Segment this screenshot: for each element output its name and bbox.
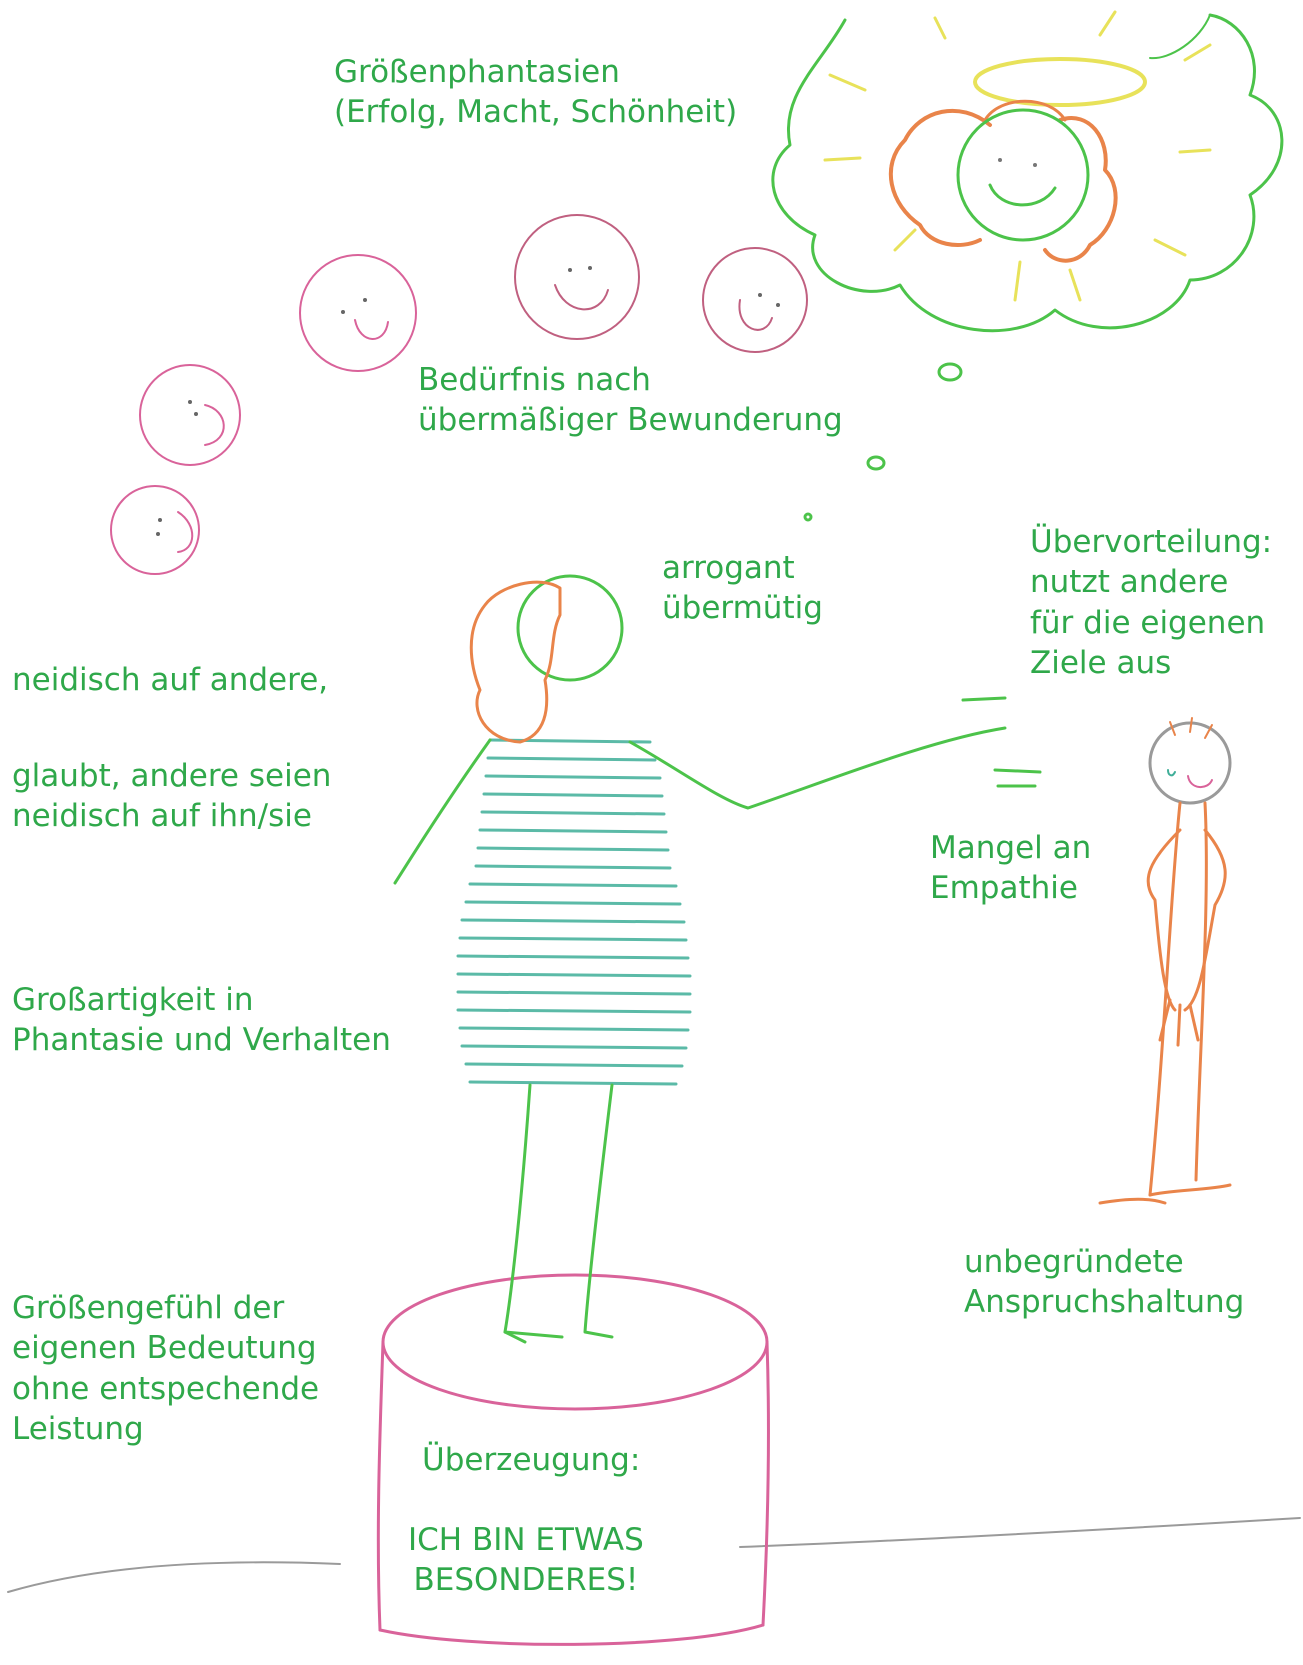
admirer-face — [139, 364, 241, 466]
label-line: Überzeugung: — [422, 1442, 641, 1478]
label-entitlement: unbegründete Anspruchshaltung — [964, 1242, 1244, 1323]
label-line: glaubt, andere seien — [12, 758, 332, 794]
admirer-face — [299, 254, 417, 372]
label-line: Größengefühl der — [12, 1290, 285, 1326]
label-line: Ziele aus — [1030, 644, 1172, 681]
thought-bubbles — [803, 362, 963, 522]
label-line: Phantasie und Verhalten — [12, 1022, 391, 1059]
narcissist-figure — [393, 574, 1042, 1344]
label-line: Anspruchshaltung — [964, 1284, 1245, 1321]
other-person-figure — [1098, 717, 1232, 1205]
label-line: neidisch auf ihn/sie — [12, 798, 312, 835]
label-line: unbegründete — [964, 1244, 1184, 1280]
label-line: nutzt andere — [1030, 564, 1229, 601]
label-line: (Erfolg, Macht, Schönheit) — [334, 94, 738, 131]
narcissist-body — [456, 738, 692, 1086]
label-line: arrogant — [662, 550, 795, 586]
thought-cloud — [771, 10, 1284, 333]
label-line: neidisch auf andere, — [12, 662, 329, 698]
label-line: für die eigenen — [1030, 604, 1266, 641]
label-line: übermütig — [662, 590, 823, 627]
label-line: ICH BIN ETWAS — [408, 1522, 644, 1558]
label-grandiose-fantasies: Größenphantasien (Erfolg, Macht, Schönhe… — [334, 52, 737, 133]
label-believes-envied: glaubt, andere seien neidisch auf ihn/si… — [12, 756, 331, 837]
label-line: Großartigkeit in — [12, 982, 254, 1018]
label-lack-empathy: Mangel an Empathie — [930, 828, 1091, 909]
pedestal — [376, 1273, 770, 1646]
label-line: BESONDERES! — [413, 1562, 639, 1599]
label-line: übermäßiger Bewunderung — [418, 402, 843, 439]
label-line: Größenphantasien — [334, 54, 620, 90]
admirer-face — [514, 214, 640, 340]
ground-line-left — [7, 1561, 341, 1593]
label-line: eigenen Bedeutung — [12, 1330, 317, 1367]
label-line: Übervorteilung: — [1030, 524, 1273, 560]
angel-halo — [973, 57, 1147, 107]
admirer-faces — [110, 214, 808, 575]
angel-figure — [888, 57, 1147, 263]
label-grandiosity: Großartigkeit in Phantasie und Verhalten — [12, 980, 391, 1061]
narcissist-head — [516, 574, 624, 682]
label-line: Mangel an — [930, 830, 1092, 866]
label-line: Bedürfnis nach — [418, 362, 651, 398]
label-arrogant: arrogant übermütig — [662, 548, 823, 629]
label-need-admiration: Bedürfnis nach übermäßiger Bewunderung — [418, 360, 843, 441]
label-line: Leistung — [12, 1410, 144, 1447]
label-exploitation: Übervorteilung: nutzt andere für die eig… — [1030, 522, 1272, 683]
narcissist-hair — [469, 580, 562, 744]
label-pedestal-text: ICH BIN ETWAS BESONDERES! — [408, 1520, 644, 1601]
admirer-face — [702, 247, 808, 353]
other-person-head — [1148, 721, 1232, 805]
label-line: Empathie — [930, 870, 1078, 907]
admirer-face — [110, 485, 200, 575]
ground-line-right — [739, 1517, 1301, 1548]
label-conviction: Überzeugung: — [422, 1440, 640, 1480]
label-envious: neidisch auf andere, — [12, 660, 328, 700]
label-self-importance: Größengefühl der eigenen Bedeutung ohne … — [12, 1288, 319, 1449]
label-line: ohne entspechende — [12, 1370, 320, 1407]
